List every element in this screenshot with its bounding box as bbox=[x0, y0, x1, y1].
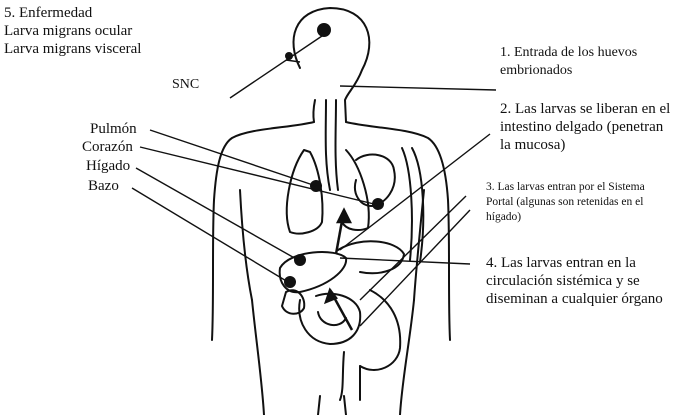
organ-label-corazon: Corazón bbox=[82, 138, 133, 156]
stage5-line-visceral: Larva migrans visceral bbox=[4, 40, 141, 58]
head-outline bbox=[293, 8, 369, 122]
stage2-line1: 2. Las larvas se liberan en el bbox=[500, 100, 670, 118]
organ-label-pulmon: Pulmón bbox=[90, 120, 137, 138]
larva-dot-brain bbox=[317, 23, 331, 37]
snc-label: SNC bbox=[172, 76, 199, 94]
heart-outline bbox=[355, 155, 395, 206]
stage3-line3: hígado) bbox=[486, 210, 521, 224]
stage4-line2: circulación sistémica y se bbox=[486, 272, 640, 290]
stage4-line1: 4. Las larvas entran en la bbox=[486, 254, 636, 272]
esophagus bbox=[326, 100, 338, 190]
legs-outline bbox=[252, 300, 414, 415]
stage3-line2: Portal (algunas son retenidas en el bbox=[486, 195, 643, 209]
colon-outline bbox=[340, 352, 360, 400]
stage1-line1: 1. Entrada de los huevos bbox=[500, 44, 637, 62]
stage5-line-ocular: Larva migrans ocular bbox=[4, 22, 132, 40]
organ-label-bazo: Bazo bbox=[88, 177, 119, 195]
intestine-outline bbox=[299, 290, 400, 370]
spleen-outline bbox=[282, 290, 304, 314]
stage3-line1: 3. Las larvas entran por el Sistema bbox=[486, 180, 645, 194]
stage2-line3: la mucosa) bbox=[500, 136, 565, 154]
larva-dot-spleen bbox=[284, 276, 296, 288]
larva-dot-liver bbox=[294, 254, 306, 266]
stomach-outline bbox=[338, 241, 404, 273]
organ-label-higado: Hígado bbox=[86, 157, 130, 175]
lungs-outline bbox=[287, 150, 369, 234]
stage4-line3: diseminan a cualquier órgano bbox=[486, 290, 663, 308]
stage2-line2: intestino delgado (penetran bbox=[500, 118, 663, 136]
stage5-title: 5. Enfermedad bbox=[4, 4, 92, 22]
stage1-line2: embrionados bbox=[500, 62, 572, 80]
